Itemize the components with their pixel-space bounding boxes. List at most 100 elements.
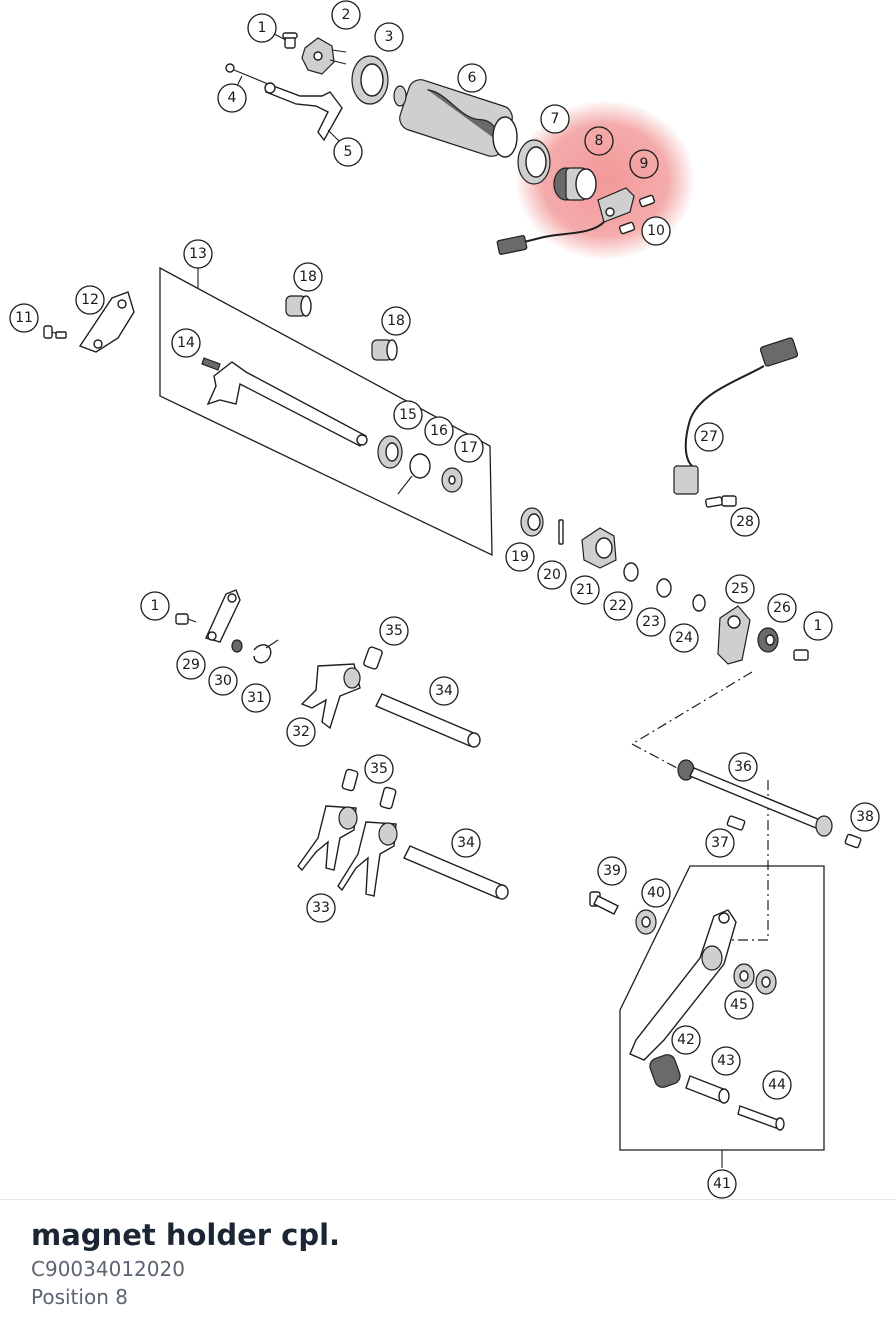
part-gear-sensor-9[interactable] [496,187,635,255]
part-ring-23[interactable] [656,578,672,598]
callout-44[interactable]: 44 [762,1070,792,1100]
callout-11[interactable]: 11 [9,303,39,333]
part-washer-30[interactable] [231,639,243,653]
part-foot-lever[interactable] [629,909,737,1061]
part-seal-15[interactable] [377,435,403,469]
part-spring-42[interactable] [648,1052,683,1089]
part-screws-28[interactable] [705,495,737,508]
part-shift-rod-36[interactable] [677,759,833,837]
callout-1-right[interactable]: 1 [803,611,833,641]
part-bolt-11[interactable] [43,325,67,339]
callout-9[interactable]: 9 [629,149,659,179]
part-bolt-44[interactable] [737,1105,785,1131]
part-bolt-1[interactable] [282,32,298,49]
callout-38[interactable]: 38 [850,802,880,832]
callout-3[interactable]: 3 [374,22,404,52]
part-shift-lever-25[interactable] [717,605,751,665]
callout-12[interactable]: 12 [75,285,105,315]
part-shift-forks-33[interactable] [297,805,398,897]
part-sensor-cable-27[interactable] [673,337,799,495]
part-bearings-45[interactable] [733,963,777,995]
callout-17[interactable]: 17 [454,433,484,463]
callout-28[interactable]: 28 [730,507,760,537]
part-pin-20[interactable] [558,519,564,545]
part-shift-fork-32[interactable] [300,663,361,730]
part-locking-lever-5[interactable] [264,82,343,142]
part-shift-drum-6[interactable] [393,77,518,160]
callout-31[interactable]: 31 [241,683,271,713]
part-needle-bearing-18a[interactable] [285,295,312,317]
callout-39[interactable]: 39 [597,856,627,886]
part-bolt-1c[interactable] [175,613,197,625]
callout-27[interactable]: 27 [694,422,724,452]
callout-35a[interactable]: 35 [379,616,409,646]
part-seal-19[interactable] [520,507,544,537]
part-spring-16[interactable] [397,453,431,495]
callout-29[interactable]: 29 [176,650,206,680]
callout-34b[interactable]: 34 [451,828,481,858]
part-shift-star-2[interactable] [301,37,347,75]
part-magnet-holder-8[interactable] [553,167,597,201]
callout-23[interactable]: 23 [636,607,666,637]
part-spring-31[interactable] [253,639,279,664]
callout-18a[interactable]: 18 [293,262,323,292]
part-sleeve-43[interactable] [685,1075,730,1104]
part-needle-bearing-18b[interactable] [371,339,398,361]
callout-20[interactable]: 20 [537,560,567,590]
callout-36[interactable]: 36 [728,752,758,782]
callout-43[interactable]: 43 [711,1046,741,1076]
callout-30[interactable]: 30 [208,666,238,696]
callout-40[interactable]: 40 [641,878,671,908]
callout-13[interactable]: 13 [183,239,213,269]
callout-6[interactable]: 6 [457,63,487,93]
callout-8[interactable]: 8 [584,126,614,156]
callout-5[interactable]: 5 [333,137,363,167]
part-fork-rod-34b[interactable] [403,845,509,900]
callout-19[interactable]: 19 [505,542,535,572]
callout-1-top[interactable]: 1 [247,13,277,43]
callout-32[interactable]: 32 [286,717,316,747]
callout-26[interactable]: 26 [767,593,797,623]
callout-15[interactable]: 15 [393,400,423,430]
part-bearing-26[interactable] [757,627,779,653]
part-fork-rod-34a[interactable] [375,693,481,748]
callout-18b[interactable]: 18 [381,306,411,336]
part-screw-38[interactable] [844,833,862,849]
part-bearing-3[interactable] [351,55,389,105]
callout-22[interactable]: 22 [603,591,633,621]
callout-7[interactable]: 7 [540,104,570,134]
callout-35b[interactable]: 35 [364,754,394,784]
part-pin-35b[interactable] [341,768,397,810]
callout-37[interactable]: 37 [705,828,735,858]
part-shift-quadrant-21[interactable] [581,527,617,569]
part-bearing-7[interactable] [517,139,551,185]
part-ring-22[interactable] [623,562,639,582]
part-screw-4[interactable] [225,63,269,85]
part-washer-40[interactable] [635,909,657,935]
callout-45[interactable]: 45 [724,990,754,1020]
callout-41[interactable]: 41 [707,1169,737,1199]
callout-21[interactable]: 21 [570,575,600,605]
part-lever-29[interactable] [205,589,241,643]
callout-24[interactable]: 24 [669,623,699,653]
callout-4[interactable]: 4 [217,83,247,113]
callout-14[interactable]: 14 [171,328,201,358]
callout-16[interactable]: 16 [424,416,454,446]
callout-1-left[interactable]: 1 [140,591,170,621]
part-screw-37[interactable] [726,815,746,831]
callout-42[interactable]: 42 [671,1025,701,1055]
part-bolt-39[interactable] [589,891,619,915]
callout-10[interactable]: 10 [641,216,671,246]
callout-2[interactable]: 2 [331,0,361,30]
part-screws-10[interactable] [618,194,656,235]
part-ring-24[interactable] [692,594,706,612]
part-washer-17[interactable] [441,467,463,493]
part-bracket-12[interactable] [78,291,135,353]
part-pin-35a[interactable] [363,646,383,670]
part-shift-shaft-14[interactable] [206,361,368,447]
part-bolt-1b[interactable] [793,649,809,661]
callout-33[interactable]: 33 [306,893,336,923]
callout-34a[interactable]: 34 [429,676,459,706]
part-spring-14[interactable] [201,357,221,371]
callout-25[interactable]: 25 [725,574,755,604]
